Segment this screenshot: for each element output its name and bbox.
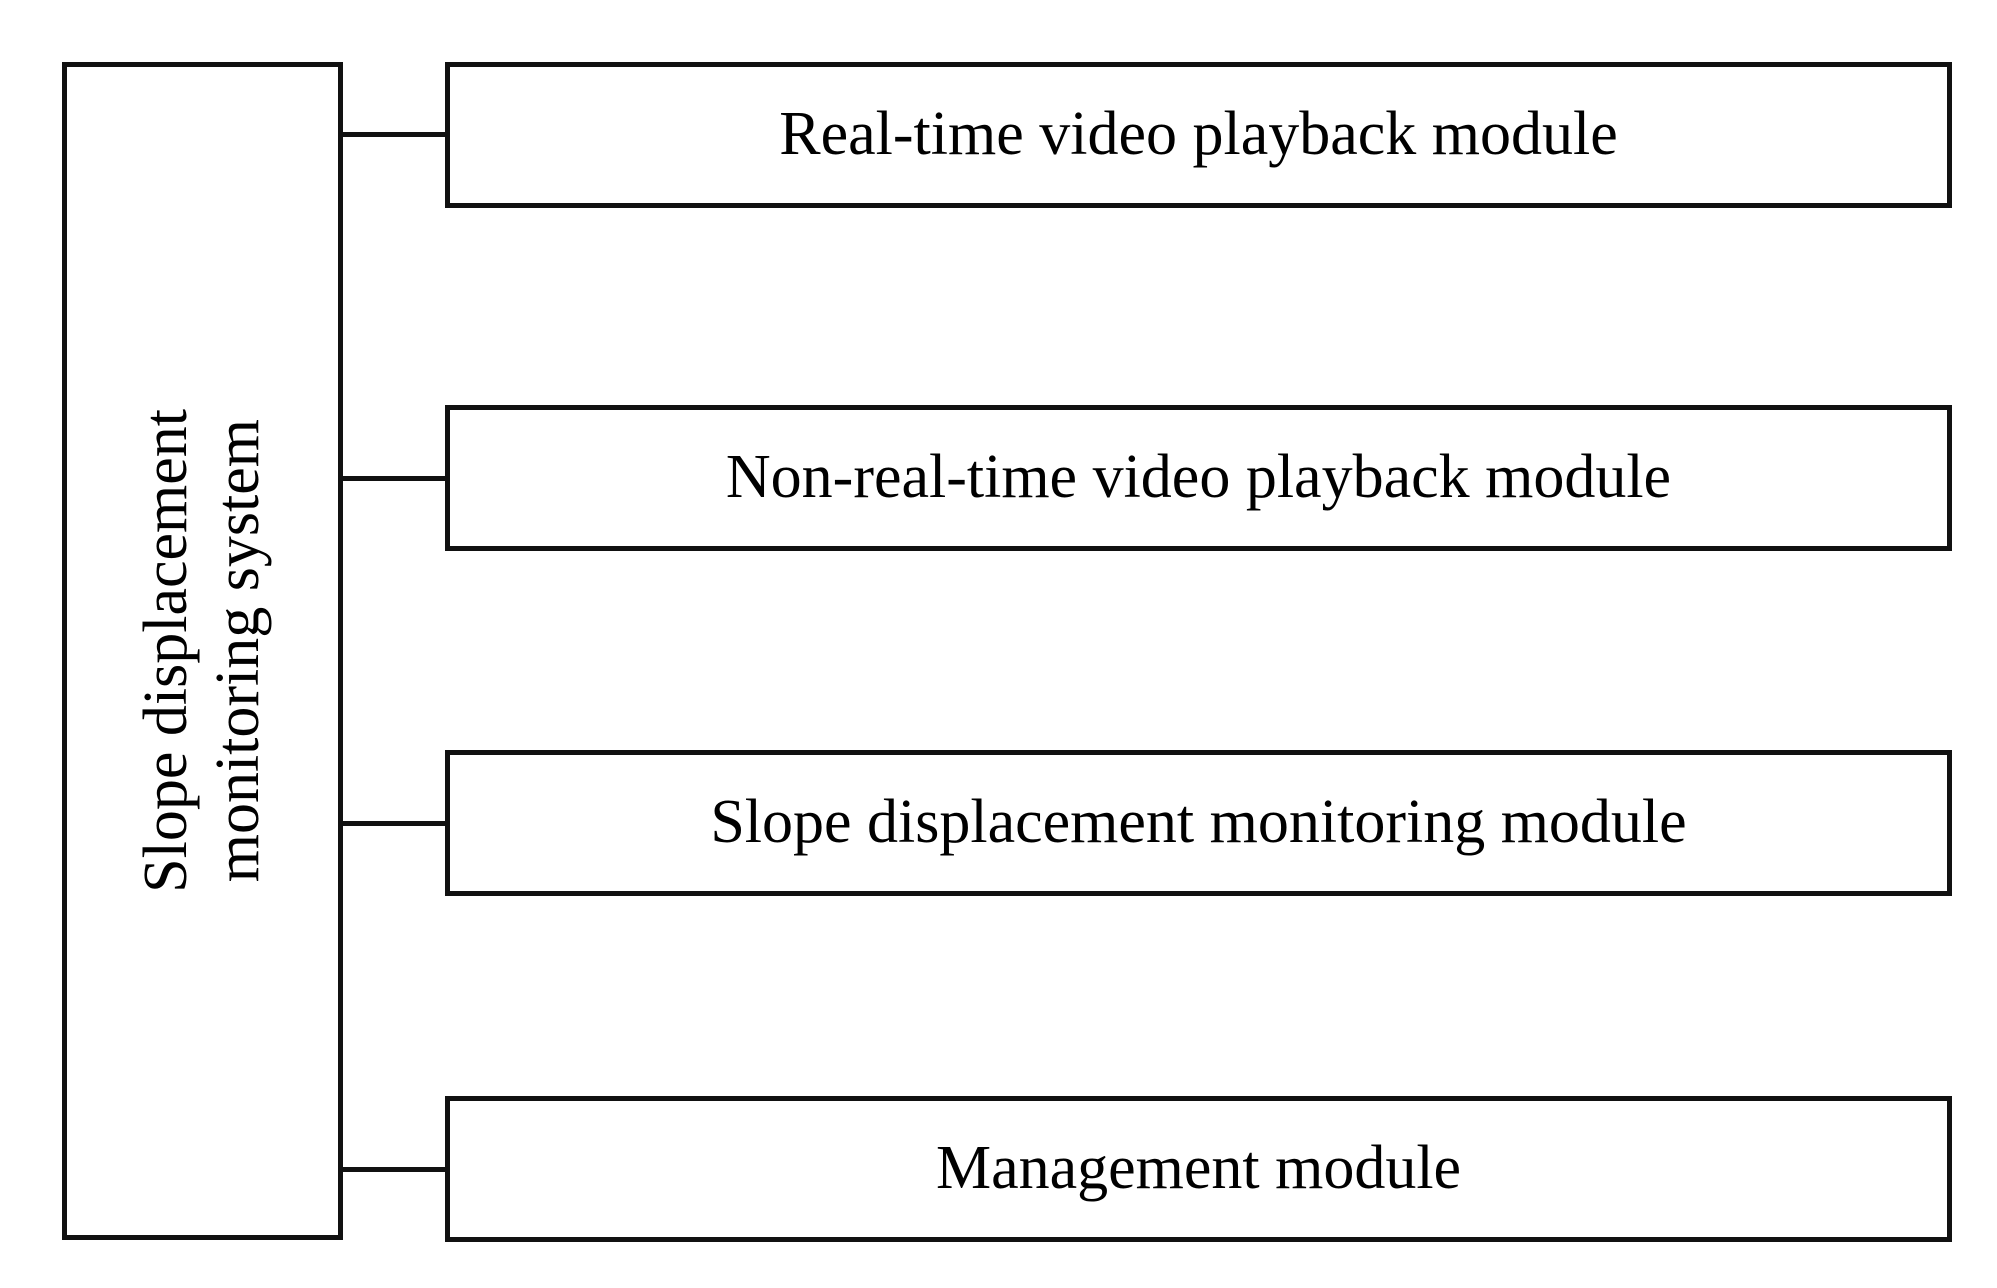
module-label-2: Non-real-time video playback module (725, 443, 1672, 512)
connector-line-4 (341, 1167, 447, 1172)
module-box-non-real-time-video-playback[interactable]: Non-real-time video playback module (445, 405, 1952, 551)
connector-line-2 (341, 476, 447, 481)
module-box-slope-displacement-monitoring[interactable]: Slope displacement monitoring module (445, 750, 1952, 896)
connector-line-1 (341, 132, 447, 137)
root-label-line-1: Slope displacement (131, 409, 200, 893)
module-label-3: Slope displacement monitoring module (710, 788, 1687, 857)
root-label-group: Slope displacement monitoring system (131, 409, 272, 893)
connector-line-3 (341, 821, 447, 826)
module-box-management[interactable]: Management module (445, 1096, 1952, 1242)
module-box-real-time-video-playback[interactable]: Real-time video playback module (445, 62, 1952, 208)
root-system-box[interactable]: Slope displacement monitoring system (62, 62, 343, 1240)
module-label-4: Management module (935, 1134, 1462, 1203)
module-label-1: Real-time video playback module (779, 100, 1618, 169)
root-label-line-2: monitoring system (203, 419, 272, 883)
